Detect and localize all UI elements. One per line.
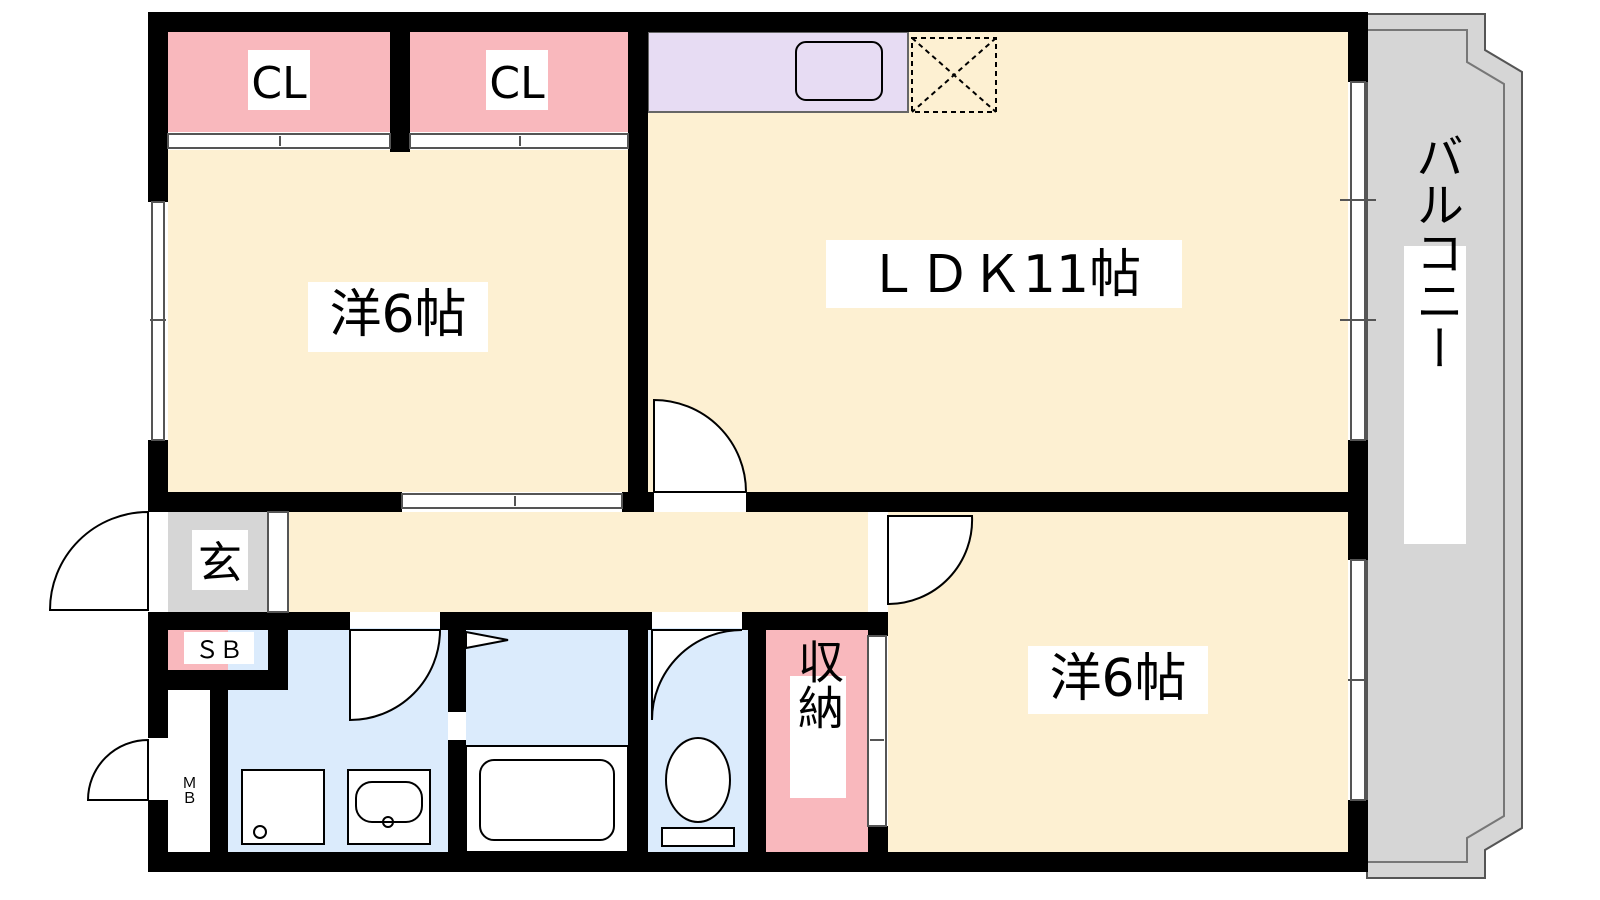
bedroom-door xyxy=(887,515,974,606)
fixtures xyxy=(241,37,997,853)
bath-door xyxy=(465,630,509,650)
storage-label: 収納 xyxy=(791,638,845,730)
ldk-door xyxy=(653,398,748,493)
label-western-room-lower: 洋6帖 xyxy=(1028,646,1208,714)
meter-box-door xyxy=(86,738,149,801)
ldk-label: ＬＤＫ11帖 xyxy=(867,245,1141,305)
label-western-room-upper: 洋6帖 xyxy=(308,282,488,352)
window-marks xyxy=(150,136,1376,741)
label-shoe-box: ＳＢ xyxy=(184,632,254,664)
washroom-door xyxy=(349,629,442,722)
label-balcony: バルコニー xyxy=(1404,132,1466,544)
toilet-bowl-icon xyxy=(665,737,731,823)
label-meter-box: ＭＢ xyxy=(180,775,198,805)
western-room-lower-label: 洋6帖 xyxy=(1049,649,1186,709)
label-entrance: 玄 xyxy=(192,530,248,590)
balcony-label: バルコニー xyxy=(1407,132,1463,372)
entrance-door xyxy=(48,510,149,611)
sink-icon xyxy=(795,41,883,101)
label-ldk: ＬＤＫ11帖 xyxy=(826,240,1182,308)
western-room-upper-label: 洋6帖 xyxy=(329,285,466,345)
entrance-label: 玄 xyxy=(198,538,242,589)
label-closet-right: CL xyxy=(486,50,548,110)
walls xyxy=(148,12,1368,872)
meter-box-area xyxy=(168,690,210,852)
label-closet-left: CL xyxy=(248,50,310,110)
closet-left-label: CL xyxy=(251,58,307,109)
closet-right-label: CL xyxy=(489,58,545,109)
shoe-box-label: ＳＢ xyxy=(195,636,243,664)
bathtub-icon xyxy=(465,745,629,853)
label-storage: 収納 xyxy=(790,638,846,798)
toilet-door xyxy=(651,629,743,721)
toilet-tank-icon xyxy=(661,827,735,847)
hallway xyxy=(288,512,868,612)
doors xyxy=(48,398,974,801)
meter-box-label: ＭＢ xyxy=(180,775,198,805)
fridge-space-icon xyxy=(911,37,997,113)
kitchen-counter xyxy=(647,31,909,113)
